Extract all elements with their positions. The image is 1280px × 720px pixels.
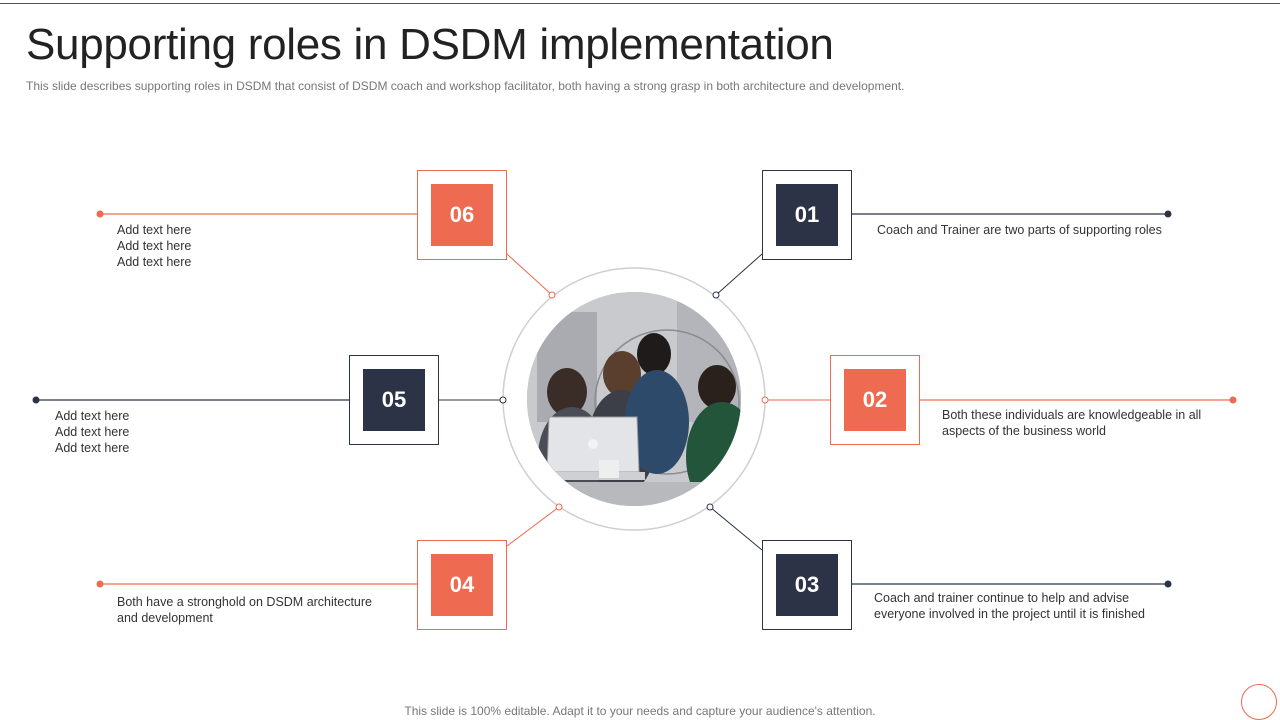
connector-06-node: [548, 291, 556, 299]
top-rule: [0, 3, 1280, 4]
step-03-line: everyone involved in the project until i…: [874, 607, 1145, 621]
step-04-number: 04: [431, 554, 493, 616]
footer-note: This slide is 100% editable. Adapt it to…: [404, 704, 876, 718]
connector-03-node: [706, 503, 714, 511]
corner-circle-icon: [1241, 684, 1277, 720]
step-04-box: 04: [417, 540, 507, 630]
step-04-text: Both have a stronghold on DSDM architect…: [117, 594, 372, 626]
step-05-line: Add text here: [55, 441, 130, 455]
connector-02-dot: [1229, 396, 1237, 404]
connector-06-diagonal: [506, 253, 553, 296]
page-title: Supporting roles in DSDM implementation: [26, 20, 834, 69]
step-05-line: Add text here: [55, 425, 130, 439]
connector-03-diagonal: [709, 506, 763, 551]
step-06-text: Add text here Add text here Add text her…: [117, 222, 191, 270]
step-05-line: Add text here: [55, 409, 130, 423]
step-03-number: 03: [776, 554, 838, 616]
step-01-line: Coach and Trainer are two parts of suppo…: [877, 223, 1162, 237]
step-03-line: Coach and trainer continue to help and a…: [874, 591, 1130, 605]
team-meeting-photo: [527, 292, 741, 506]
connector-03-dot: [1164, 580, 1172, 588]
connector-01-diagonal: [715, 253, 763, 296]
step-02-box: 02: [830, 355, 920, 445]
step-06-line: Add text here: [117, 223, 192, 237]
step-02-line: aspects of the business world: [942, 424, 1106, 438]
step-04-line: and development: [117, 611, 213, 625]
connector-05-dot: [32, 396, 40, 404]
step-02-line: Both these individuals are knowledgeable…: [942, 408, 1202, 422]
connector-01-node: [712, 291, 720, 299]
step-04-line: Both have a stronghold on DSDM architect…: [117, 595, 372, 609]
step-05-text: Add text here Add text here Add text her…: [55, 408, 129, 456]
step-06-line: Add text here: [117, 255, 192, 269]
step-02-number: 02: [844, 369, 906, 431]
connector-01-dot: [1164, 210, 1172, 218]
connector-02-node: [761, 396, 769, 404]
step-01-number: 01: [776, 184, 838, 246]
connector-04-diagonal: [506, 506, 560, 547]
step-06-number: 06: [431, 184, 493, 246]
step-01-text: Coach and Trainer are two parts of suppo…: [877, 222, 1162, 238]
step-05-box: 05: [349, 355, 439, 445]
page-subtitle: This slide describes supporting roles in…: [26, 79, 905, 93]
step-06-box: 06: [417, 170, 507, 260]
step-06-line: Add text here: [117, 239, 192, 253]
step-02-text: Both these individuals are knowledgeable…: [942, 407, 1201, 439]
step-01-box: 01: [762, 170, 852, 260]
connector-04-node: [555, 503, 563, 511]
connector-04-dot: [96, 580, 104, 588]
step-05-number: 05: [363, 369, 425, 431]
connector-06-dot: [96, 210, 104, 218]
connector-05-node: [499, 396, 507, 404]
step-03-text: Coach and trainer continue to help and a…: [874, 590, 1145, 622]
step-03-box: 03: [762, 540, 852, 630]
